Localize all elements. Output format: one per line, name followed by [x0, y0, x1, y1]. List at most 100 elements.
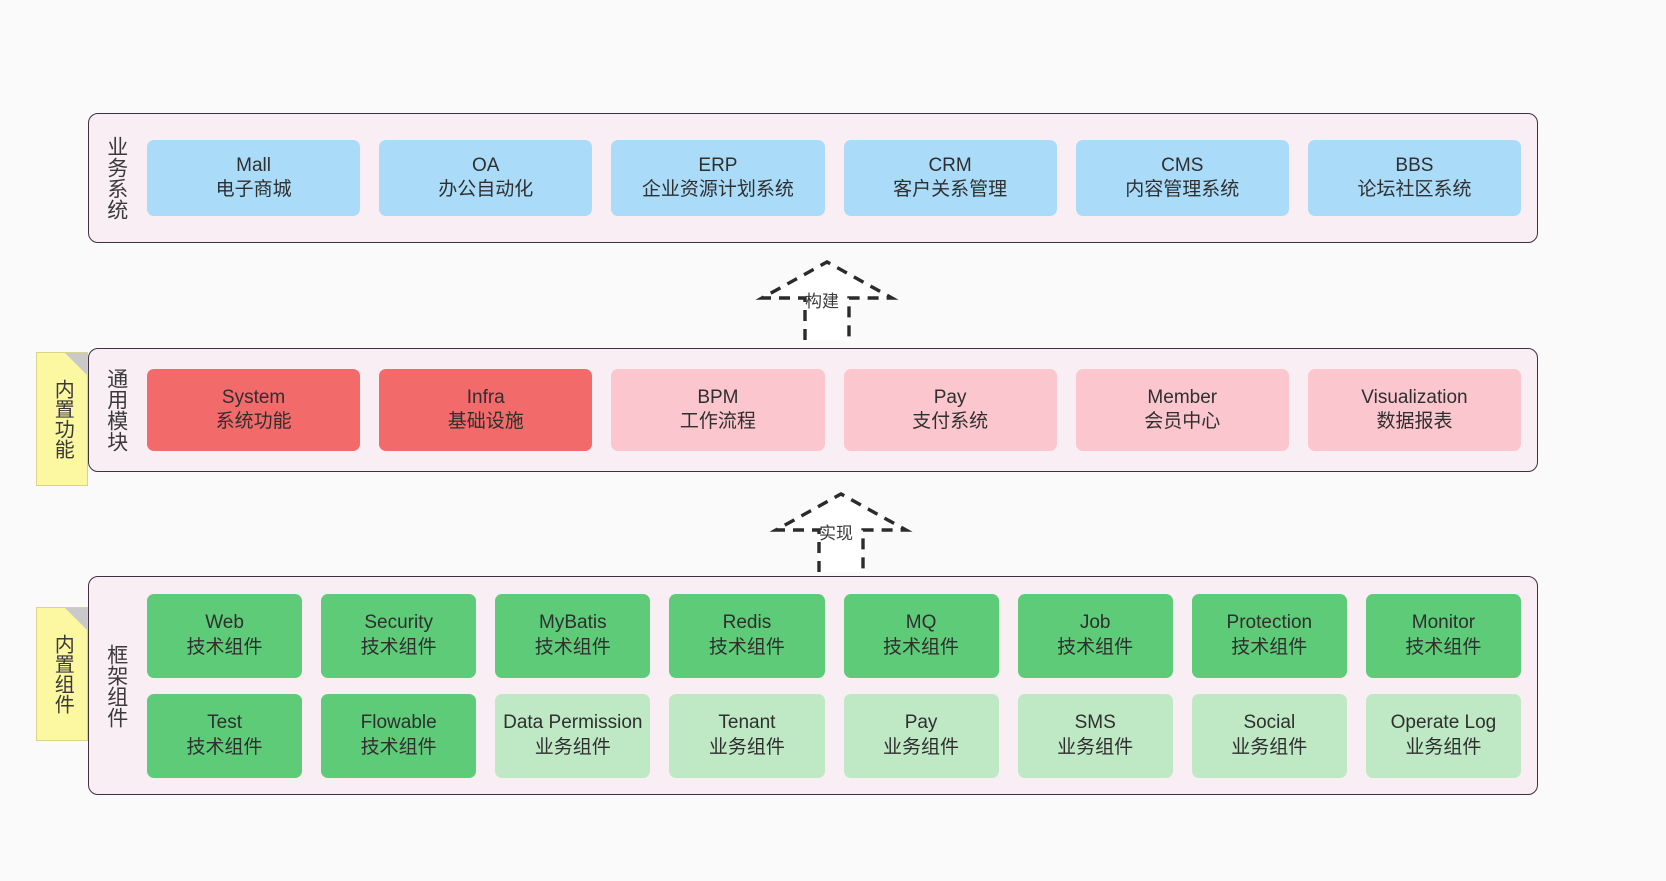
box-crm-name: CRM — [928, 154, 972, 176]
box-job-desc: 技术组件 — [1057, 636, 1134, 658]
arrow-build-label: 构建 — [805, 292, 839, 311]
box-social-name: Social — [1243, 712, 1296, 734]
box-web-name: Web — [205, 612, 244, 634]
box-pay-module-name: Pay — [933, 386, 967, 408]
box-infra-desc: 基础设施 — [447, 411, 524, 432]
layer-framework-row-1: Web 技术组件 Security 技术组件 MyBatis 技术组件 Redi… — [147, 593, 1521, 678]
box-infra-name: Infra — [466, 386, 505, 408]
box-redis[interactable]: Redis 技术组件 — [669, 593, 825, 678]
arrow-implement-label: 实现 — [819, 524, 853, 543]
box-oa-name: OA — [472, 154, 500, 176]
layer-title-business: 业务系统 — [104, 136, 128, 220]
box-job[interactable]: Job 技术组件 — [1017, 593, 1173, 678]
box-system-desc: 系统功能 — [215, 411, 292, 432]
layer-business-systems: 业务系统 Mall 电子商城 OA 办公自动化 ERP 企业资源计划系统 CRM — [88, 113, 1538, 243]
box-bbs-name: BBS — [1395, 154, 1434, 176]
note-builtin-features: 内置功能 — [36, 352, 88, 486]
box-flowable-name: Flowable — [360, 712, 437, 734]
note-builtin-components: 内置组件 — [36, 607, 88, 741]
box-test-desc: 技术组件 — [186, 736, 263, 758]
box-operate-log-name: Operate Log — [1390, 712, 1497, 734]
layer-title-module: 通用模块 — [104, 368, 128, 452]
box-social[interactable]: Social 业务组件 — [1191, 693, 1347, 778]
box-mybatis-desc: 技术组件 — [534, 636, 611, 658]
box-security[interactable]: Security 技术组件 — [321, 593, 477, 678]
box-sms-name: SMS — [1074, 712, 1116, 734]
box-oa-desc: 办公自动化 — [438, 179, 534, 200]
box-flowable[interactable]: Flowable 技术组件 — [321, 693, 477, 778]
box-web[interactable]: Web 技术组件 — [147, 593, 303, 678]
layer-title-framework: 框架组件 — [104, 643, 128, 728]
box-monitor-name: Monitor — [1411, 612, 1476, 634]
arrow-implement-shape — [769, 492, 913, 572]
box-erp[interactable]: ERP 企业资源计划系统 — [611, 140, 825, 216]
box-protection-name: Protection — [1226, 612, 1313, 634]
box-security-desc: 技术组件 — [360, 636, 437, 658]
box-protection[interactable]: Protection 技术组件 — [1191, 593, 1347, 678]
layer-framework-row-2: Test 技术组件 Flowable 技术组件 Data Permission … — [147, 693, 1521, 778]
box-member[interactable]: Member 会员中心 — [1075, 369, 1289, 451]
box-visualization-name: Visualization — [1361, 386, 1468, 408]
box-bbs[interactable]: BBS 论坛社区系统 — [1307, 140, 1522, 216]
layer-framework-boxes: Web 技术组件 Security 技术组件 MyBatis 技术组件 Redi… — [145, 577, 1523, 794]
box-mall[interactable]: Mall 电子商城 — [147, 140, 361, 216]
box-protection-desc: 技术组件 — [1231, 636, 1308, 658]
box-social-desc: 业务组件 — [1231, 736, 1308, 758]
box-data-permission-desc: 业务组件 — [534, 736, 611, 758]
layer-common-modules: 通用模块 System 系统功能 Infra 基础设施 BPM 工作流程 Pay — [88, 348, 1538, 472]
box-web-desc: 技术组件 — [186, 636, 263, 658]
box-member-desc: 会员中心 — [1144, 411, 1221, 432]
box-operate-log-desc: 业务组件 — [1405, 736, 1482, 758]
layer-framework-components: 框架组件 Web 技术组件 Security 技术组件 MyBatis 技术组件… — [88, 576, 1538, 795]
box-crm[interactable]: CRM 客户关系管理 — [843, 140, 1057, 216]
box-tenant-desc: 业务组件 — [708, 736, 785, 758]
box-operate-log[interactable]: Operate Log 业务组件 — [1365, 693, 1521, 778]
box-job-name: Job — [1079, 612, 1111, 634]
box-oa[interactable]: OA 办公自动化 — [379, 140, 593, 216]
box-tenant[interactable]: Tenant 业务组件 — [669, 693, 825, 778]
box-member-name: Member — [1147, 386, 1218, 408]
box-crm-desc: 客户关系管理 — [893, 179, 1008, 200]
arrow-implement: 实现 — [766, 490, 916, 578]
box-cms-desc: 内容管理系统 — [1125, 179, 1240, 200]
box-mybatis-name: MyBatis — [539, 612, 607, 634]
box-visualization[interactable]: Visualization 数据报表 — [1307, 369, 1522, 451]
box-erp-name: ERP — [698, 154, 738, 176]
box-security-name: Security — [364, 612, 433, 634]
box-flowable-desc: 技术组件 — [360, 736, 437, 758]
box-mq-name: MQ — [905, 612, 937, 634]
box-cms-name: CMS — [1161, 154, 1204, 176]
box-tenant-name: Tenant — [718, 712, 776, 734]
box-sms[interactable]: SMS 业务组件 — [1017, 693, 1173, 778]
layer-business-boxes: Mall 电子商城 OA 办公自动化 ERP 企业资源计划系统 CRM 客户关系… — [145, 114, 1523, 242]
box-monitor-desc: 技术组件 — [1405, 636, 1482, 658]
arrow-build-shape — [755, 260, 899, 340]
box-system[interactable]: System 系统功能 — [147, 369, 361, 451]
box-mall-name: Mall — [236, 154, 271, 176]
box-test-name: Test — [207, 712, 242, 734]
box-mybatis[interactable]: MyBatis 技术组件 — [495, 593, 651, 678]
box-mq-desc: 技术组件 — [883, 636, 960, 658]
box-pay-component[interactable]: Pay 业务组件 — [843, 693, 999, 778]
box-redis-name: Redis — [722, 612, 772, 634]
box-visualization-desc: 数据报表 — [1376, 411, 1453, 432]
box-mall-desc: 电子商城 — [215, 179, 292, 200]
box-pay-module-desc: 支付系统 — [912, 411, 989, 432]
layer-business-row-1: Mall 电子商城 OA 办公自动化 ERP 企业资源计划系统 CRM 客户关系… — [147, 140, 1522, 216]
box-data-permission-name: Data Permission — [503, 712, 643, 734]
box-bpm[interactable]: BPM 工作流程 — [611, 369, 825, 451]
box-infra[interactable]: Infra 基础设施 — [379, 369, 593, 451]
box-cms[interactable]: CMS 内容管理系统 — [1075, 140, 1289, 216]
box-erp-desc: 企业资源计划系统 — [641, 179, 794, 200]
box-pay-module[interactable]: Pay 支付系统 — [843, 369, 1057, 451]
box-monitor[interactable]: Monitor 技术组件 — [1365, 593, 1521, 678]
box-system-name: System — [221, 386, 286, 408]
note-builtin-components-label: 内置组件 — [51, 634, 74, 714]
box-test[interactable]: Test 技术组件 — [147, 693, 303, 778]
box-mq[interactable]: MQ 技术组件 — [843, 593, 999, 678]
layer-module-row-1: System 系统功能 Infra 基础设施 BPM 工作流程 Pay 支付系统… — [147, 369, 1522, 451]
box-data-permission[interactable]: Data Permission 业务组件 — [495, 693, 651, 778]
note-builtin-features-label: 内置功能 — [51, 379, 74, 459]
box-sms-desc: 业务组件 — [1057, 736, 1134, 758]
